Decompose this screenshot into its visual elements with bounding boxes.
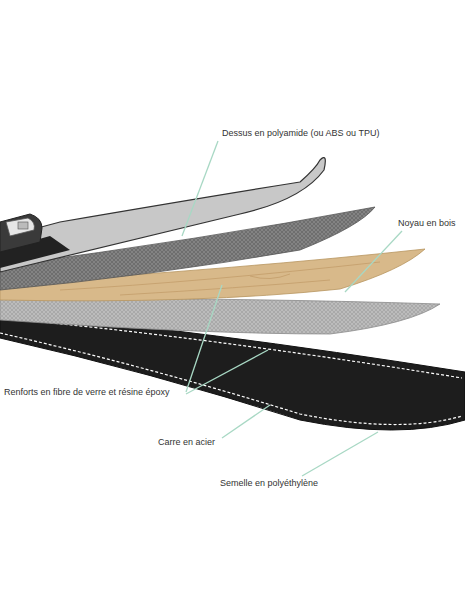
part-label: Dessus en polyamide (ou ABS ou TPU) [222, 128, 379, 139]
part-label: Carre en acier [158, 437, 215, 448]
part-label: Semelle en polyéthylène [220, 478, 318, 489]
part-label: Noyau en bois [398, 218, 456, 229]
part-label: Renforts en fibre de verre et résine épo… [4, 387, 170, 398]
